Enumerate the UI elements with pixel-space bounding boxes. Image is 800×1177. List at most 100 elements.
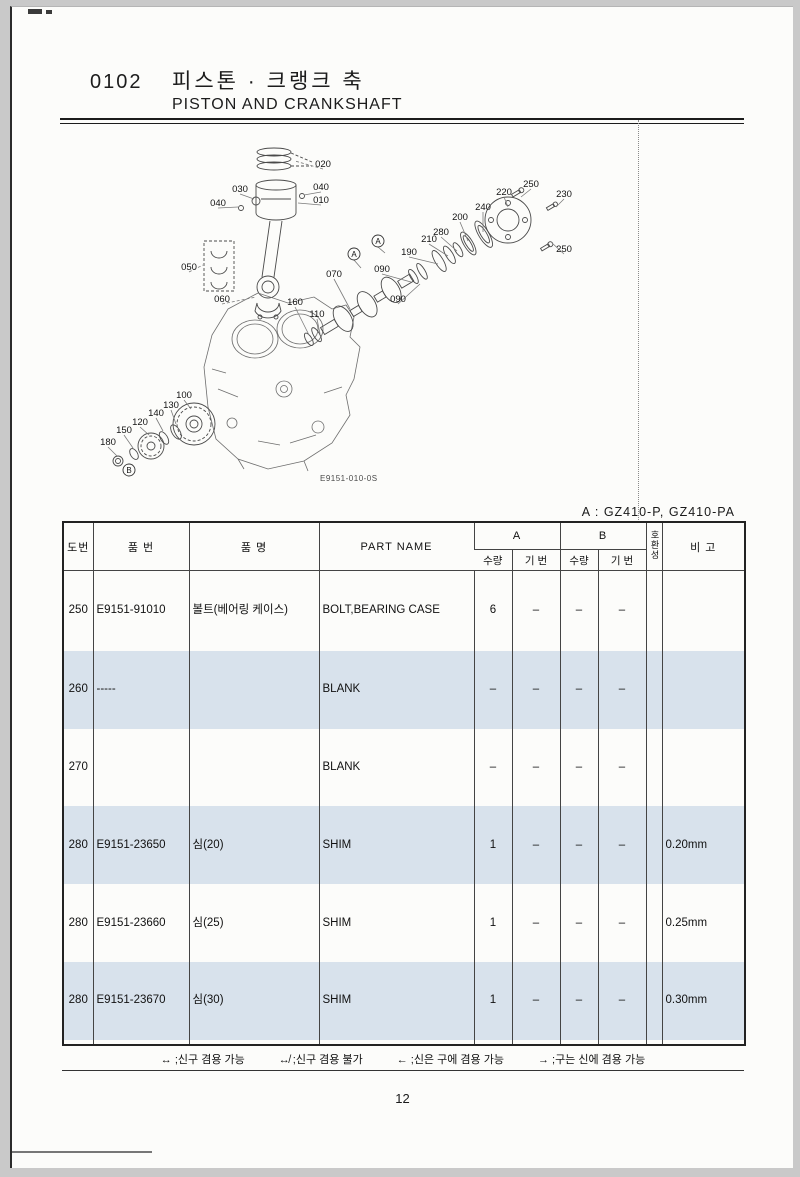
diagram-callout-190: 190 — [401, 247, 417, 258]
diagram-callout-110: 110 — [309, 309, 324, 320]
diagram-callout-040: 040 — [210, 198, 226, 209]
cell-a-qty: 1 — [473, 884, 512, 962]
empty-cell — [645, 1039, 662, 1045]
cell-part-name: SHIM — [318, 962, 474, 1040]
empty-cell — [559, 1039, 598, 1045]
diagram-callout-050: 050 — [181, 262, 197, 273]
diagram-callout-090: 090 — [374, 264, 390, 275]
parts-table-filler — [63, 1039, 745, 1045]
legend-item: ↮ ;신구 겸용 불가 — [278, 1054, 363, 1066]
cell-a-serial: – — [511, 650, 560, 729]
catalog-page: 0102 피스톤 · 크랭크 축 PISTON AND CRANKSHAFT — [10, 6, 793, 1168]
cell-part-name: BOLT,BEARING CASE — [318, 570, 474, 651]
scan-artifact — [28, 9, 42, 14]
assembly-marker-B: B — [122, 463, 136, 477]
diagram-callout-250: 250 — [556, 244, 572, 255]
diagram-callout-230: 230 — [556, 189, 572, 200]
svg-text:B: B — [126, 466, 131, 475]
diagram-callout-010: 010 — [313, 195, 329, 206]
cell-remarks: 0.30mm — [661, 962, 745, 1040]
cell-b-qty: – — [559, 728, 598, 807]
cell-fig-no: 280 — [68, 916, 88, 929]
cell-remarks: 0.20mm — [661, 806, 745, 885]
diagram-callout-100: 100 — [176, 390, 192, 401]
cell-fig-no: 270 — [68, 761, 88, 774]
cell-remarks: 0.25mm — [661, 884, 745, 962]
cell-b-serial: – — [597, 650, 646, 729]
col-header-part-no: 품 번 — [92, 522, 189, 571]
cell-b-serial: – — [597, 884, 646, 962]
cell-a-qty: 1 — [473, 806, 512, 885]
diagram-callout-060: 060 — [214, 294, 230, 305]
cell-compat — [645, 806, 662, 885]
cell-b-serial: – — [597, 962, 646, 1040]
col-header-compat: 호환성 — [645, 522, 662, 571]
scan-artifact — [46, 10, 52, 14]
diagram-callout-130: 130 — [163, 400, 179, 411]
cell-part-name: SHIM — [318, 884, 474, 962]
variant-note: A : GZ410-P, GZ410-PA — [581, 505, 735, 519]
legend-rule — [62, 1070, 744, 1071]
col-header-name-ko: 품 명 — [188, 522, 319, 571]
cell-a-serial: – — [511, 884, 560, 962]
assembly-marker-A: A — [347, 247, 362, 269]
diagram-callout-030: 030 — [232, 184, 248, 195]
header-rule-thick — [60, 118, 744, 120]
diagram-callout-040: 040 — [313, 182, 329, 193]
legend-item: ↔ ;신구 겸용 가능 — [160, 1054, 245, 1066]
dotted-column-divider — [638, 120, 639, 520]
svg-text:A: A — [375, 237, 381, 246]
section-code: 0102 — [90, 71, 143, 93]
empty-cell — [318, 1039, 474, 1045]
col-header-group-b: B — [559, 522, 646, 550]
diagram-artwork: 0200300400400100500600700900901601101902… — [100, 147, 572, 477]
diagram-callout-020: 020 — [315, 159, 331, 170]
diagram-callout-280: 280 — [433, 227, 449, 238]
cell-remarks — [661, 570, 745, 651]
cell-name-ko — [188, 650, 319, 729]
svg-text:A: A — [351, 250, 357, 259]
legend-item: ← ;신은 구에 겸용 가능 — [396, 1054, 504, 1066]
cell-name-ko — [188, 728, 319, 807]
diagram-callout-140: 140 — [148, 408, 164, 419]
cell-b-qty: – — [559, 962, 598, 1040]
cell-name-ko: 심(30) — [188, 962, 319, 1040]
empty-cell — [473, 1039, 512, 1045]
diagram-callout-220: 220 — [496, 187, 512, 198]
cell-part-name: SHIM — [318, 806, 474, 885]
col-header-b-qty: 수량 — [559, 549, 598, 571]
cell-compat — [645, 962, 662, 1040]
cell-part-no: E9151-23670 — [92, 962, 189, 1040]
cell-name-ko: 심(25) — [188, 884, 319, 962]
cell-a-qty: – — [473, 728, 512, 807]
assembly-marker-A: A — [371, 234, 386, 254]
diagram-callout-240: 240 — [475, 202, 491, 213]
diagram-callout-070: 070 — [326, 269, 342, 280]
col-header-a-qty: 수량 — [474, 549, 512, 571]
col-header-fig-no: 도번 — [63, 522, 93, 571]
diagram-callout-200: 200 — [452, 212, 468, 223]
cell-fig-no: 280 — [68, 838, 88, 851]
diagram-callout-160: 160 — [287, 297, 303, 308]
cell-remarks — [661, 650, 745, 729]
cell-remarks — [661, 728, 745, 807]
diagram-callout-120: 120 — [132, 417, 148, 428]
page-title-korean: 피스톤 · 크랭크 축 — [172, 70, 365, 93]
col-header-part-name: PART NAME — [318, 522, 474, 571]
cell-b-qty: – — [559, 884, 598, 962]
legend-item: → ;구는 신에 겸용 가능 — [537, 1054, 646, 1066]
empty-cell — [511, 1039, 560, 1045]
cell-compat — [645, 728, 662, 807]
cell-b-serial: – — [597, 570, 646, 651]
empty-cell — [63, 1040, 93, 1045]
col-header-a-serial: 기 번 — [511, 549, 560, 571]
cell-b-serial: – — [597, 806, 646, 885]
cell-compat — [645, 884, 662, 962]
header-rule-thin — [60, 123, 744, 124]
diagram-callout-180: 180 — [100, 437, 116, 448]
